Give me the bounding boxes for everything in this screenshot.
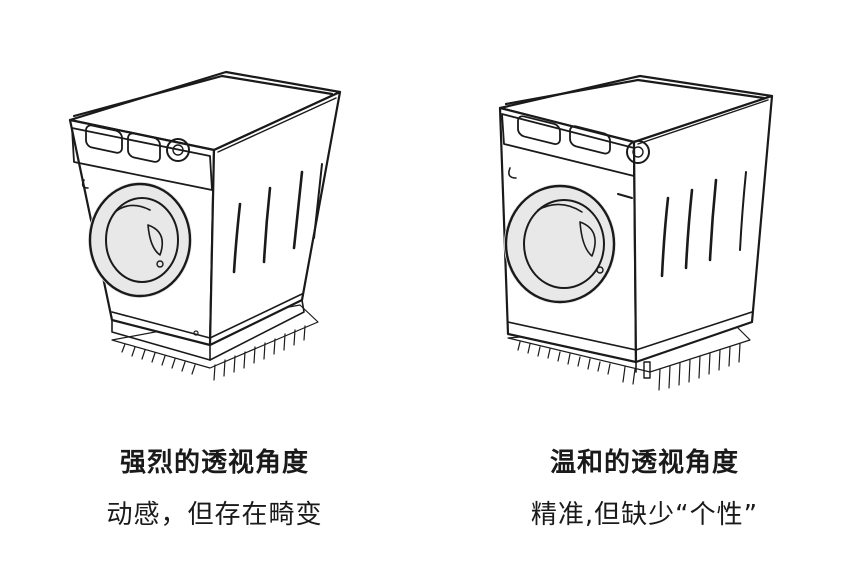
mild-perspective-subtitle: 精准,但缺少“个性” [530, 500, 759, 530]
mild-perspective-panel: 温和的透视角度 精准,但缺少“个性” [430, 0, 859, 564]
mild-perspective-title: 温和的透视角度 [549, 448, 739, 478]
control-panel [502, 114, 634, 176]
door-glass [524, 200, 604, 288]
door-ring [90, 184, 190, 296]
side-vent [234, 204, 240, 272]
washing-machine-mild-perspective-sketch [430, 0, 859, 430]
side-face [634, 96, 772, 362]
door-ring [506, 186, 614, 302]
strong-perspective-title: 强烈的透视角度 [119, 448, 309, 478]
strong-perspective-subtitle: 动感，但存在畸变 [106, 500, 323, 530]
door-shadow [88, 182, 192, 298]
door-shadow [504, 184, 616, 304]
washing-machine-strong-perspective-sketch [0, 0, 429, 430]
strong-perspective-panel: 强烈的透视角度 动感，但存在畸变 [0, 0, 429, 564]
control-panel [72, 128, 212, 190]
dial [167, 139, 189, 161]
side-vent [662, 198, 668, 276]
door-glass [106, 198, 178, 282]
dial [627, 141, 649, 163]
